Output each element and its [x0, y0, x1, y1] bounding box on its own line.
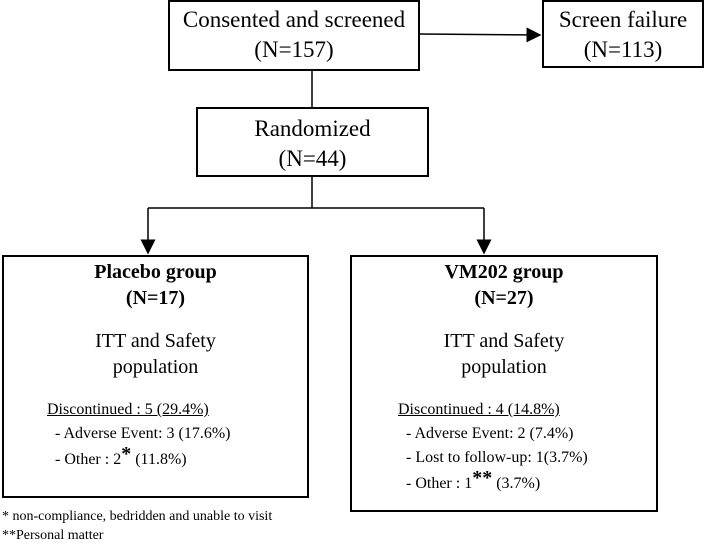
vm202-discontinued: Discontinued : 4 (14.8%)	[398, 401, 560, 418]
vm202-population-line1: ITT and Safety	[443, 330, 565, 352]
randomized-label: Randomized	[254, 116, 371, 141]
screen-failure-box: Screen failure (N=113)	[542, 0, 704, 68]
placebo-other-marker: *	[121, 443, 132, 465]
placebo-adverse-event: - Adverse Event: 3 (17.6%)	[55, 425, 231, 442]
vm202-adverse-event: - Adverse Event: 2 (7.4%)	[406, 425, 574, 442]
placebo-group-box: Placebo group (N=17) ITT and Safety popu…	[2, 255, 309, 498]
placebo-discontinued: Discontinued : 5 (29.4%)	[47, 401, 209, 418]
placebo-other: - Other : 2* (11.8%)	[47, 443, 307, 472]
footnote-1: * non-compliance, bedridden and unable t…	[2, 509, 273, 524]
vm202-other: - Other : 1** (3.7%)	[398, 467, 656, 496]
vm202-group-box: VM202 group (N=27) ITT and Safety popula…	[350, 255, 658, 512]
screen-failure-label: Screen failure	[558, 7, 688, 32]
vm202-lost-to-follow-up: - Lost to follow-up: 1(3.7%)	[406, 449, 588, 466]
vm202-title: VM202 group	[444, 261, 564, 283]
arrow-to-screen-failure	[419, 27, 542, 43]
consented-n: (N=157)	[254, 37, 334, 62]
vm202-other-suffix: (3.7%)	[492, 475, 541, 492]
placebo-population-line1: ITT and Safety	[95, 330, 216, 352]
consented-box: Consented and screened (N=157)	[168, 0, 420, 71]
screen-failure-n: (N=113)	[583, 37, 663, 62]
vm202-n: (N=27)	[474, 287, 534, 309]
placebo-other-prefix: - Other : 2	[55, 451, 122, 468]
vm202-other-marker: **	[472, 467, 493, 489]
consented-label: Consented and screened	[182, 7, 406, 32]
vm202-other-prefix: - Other : 1	[406, 475, 473, 492]
vm202-population-line2: population	[461, 356, 547, 378]
footnote-2: **Personal matter	[2, 528, 104, 543]
placebo-title: Placebo group	[94, 261, 217, 283]
randomized-n: (N=44)	[278, 146, 347, 171]
placebo-other-suffix: (11.8%)	[131, 451, 187, 468]
placebo-population-line2: population	[112, 356, 199, 378]
randomized-box: Randomized (N=44)	[196, 107, 429, 177]
placebo-n: (N=17)	[125, 287, 186, 309]
